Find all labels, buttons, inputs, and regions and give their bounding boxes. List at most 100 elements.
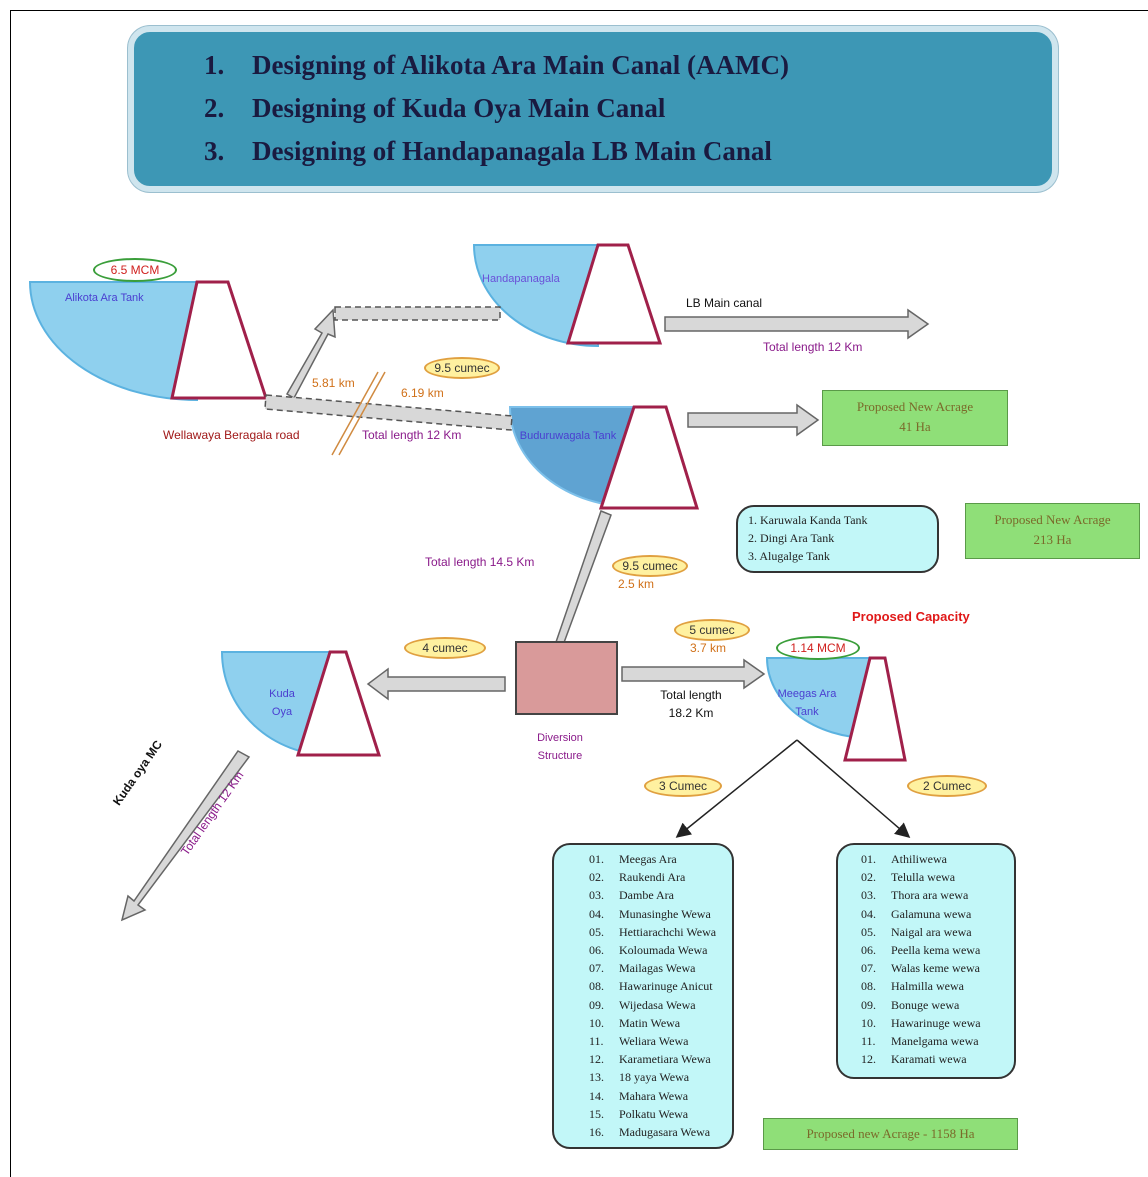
tank-list-item: 08.Hawarinuge Anicut [589,977,732,995]
tank-list-number: 07. [589,961,604,976]
cumec-3-pill: 3 Cumec [644,775,722,797]
acreage-box-213-value: 213 Ha [1033,532,1072,547]
handapanagala-tank-label: Handapanagala [482,273,560,285]
tank-list-name: 18 yaya Wewa [619,1070,690,1085]
total-length-line2: 18.2 Km [668,706,714,720]
tank-list-name: Koloumada Wewa [619,943,708,958]
segment-6-19-label: 6.19 km [401,386,444,400]
tank-list-name: Munasinghe Wewa [619,906,711,921]
tank-list-number: 08. [861,979,876,994]
title-item-2: 2.Designing of Kuda Oya Main Canal [204,87,789,130]
tank-list-number: 01. [861,852,876,866]
tank-list-name: Polkatu Wewa [619,1106,689,1121]
diversion-structure-label: Diversion Structure [520,729,600,765]
tank-list-name: Dambe Ara [619,888,674,903]
tank-list-name: Athiliwewa [891,852,947,866]
meegas-tank-name: Meegas Ara Tank [777,688,837,718]
tank-list-item: 04.Galamuna wewa [861,905,1014,923]
lb-total-length-label: Total length 12 Km [763,340,863,354]
kuda-oya-dam-shape [295,650,382,757]
title-item-3: 3. Designing of Handapanagala LB Main Can… [204,130,789,173]
cumec-9-5-top-pill: 9.5 cumec [424,357,500,379]
tank-list-name: Thora ara wewa [891,888,969,903]
tank-list-item: 10.Hawarinuge wewa [861,1014,1014,1032]
tank-list-name: Peella kema wewa [891,943,981,958]
cumec-9-5-mid-pill: 9.5 cumec [612,555,688,577]
tank-list-name: Naigal ara wewa [891,924,972,939]
split-arrow-right [796,739,911,838]
acreage-box-41: Proposed New Acrage 41 Ha [822,390,1008,446]
diversion-line2: Structure [537,750,583,762]
tank-list-item: 06. Koloumada Wewa [589,941,732,959]
tank-list-number: 12. [861,1052,876,1067]
tank-list-number: 10. [861,1015,876,1030]
canal-arrow-lb-main [664,308,930,340]
tank-list-number: 02. [589,870,604,885]
segment-5-81-label: 5.81 km [312,376,355,390]
buduruwagala-dam-shape [598,405,700,510]
meegas-dam-shape [843,656,907,762]
acreage-box-1158: Proposed new Acrage - 1158 Ha [763,1118,1018,1150]
tank-list-number: 06. [589,943,604,958]
tank-list-item: 11.Manelgama wewa [861,1032,1014,1050]
tank-list-item: 09.Wijedasa Wewa [589,996,732,1014]
canal-arrow-kuda-oya-mc [120,750,251,922]
proposed-capacity-label: Proposed Capacity [852,609,970,624]
canal-arrow-to-acreage-41 [687,403,820,437]
tank-list-number: 07. [861,961,876,976]
meegas-capacity-pill: 1.14 MCM [776,636,860,660]
km-2-5-label: 2.5 km [618,577,655,591]
tank-list-item: 15.Polkatu Wewa [589,1105,732,1123]
tank-list-item: 01.Meegas Ara [589,850,732,868]
tank-list-item: 16.Madugasara Wewa [589,1123,732,1141]
total-length-18-2-label: Total length 18.2 Km [644,686,738,722]
tank-list-name: Walas keme wewa [891,961,980,976]
road-line-2 [338,371,386,456]
tank-list-name: Galamuna wewa [891,906,972,921]
tank-list-number: 13. [589,1070,604,1085]
tank-list-name: Halmilla wewa [891,979,964,994]
title-item-text: Designing of Alikota Ara Main Canal (AAM… [252,50,790,80]
title-item-text: Designing of Handapanagala LB Main Canal [252,136,772,166]
diversion-structure-box [515,641,618,715]
tank-list-name: Bonuge wewa [891,997,960,1012]
tank-list-item: 10.Matin Wewa [589,1014,732,1032]
acreage-box-213: Proposed New Acrage 213 Ha [965,503,1140,559]
tank-list-name: Karamati wewa [891,1052,967,1067]
acreage-box-213-title: Proposed New Acrage [994,512,1111,527]
dashed-canal-to-buduruwagala [264,394,513,431]
tank-list-item: 07. Walas keme wewa [861,959,1014,977]
small-tank-item: 3. Alugalge Tank [748,549,830,564]
title-item-number: 2. [204,93,225,123]
tank-list-number: 06. [861,943,876,958]
diversion-line1: Diversion [537,732,583,744]
meegas-tank-label: Meegas Ara Tank [767,685,847,721]
canal-arrow-to-meegas [621,658,766,690]
small-tank-item: 2. Dingi Ara Tank [748,531,835,546]
tank-list-number: 03. [589,888,604,903]
road-line-1 [331,371,379,456]
tank-list-number: 12. [589,1052,604,1067]
canal-arrow-to-handapanagala [285,308,336,400]
tank-list-item: 08. Halmilla wewa [861,977,1014,995]
total-length-line1: Total length [660,688,722,702]
frame-top-line [10,10,1148,11]
lb-main-canal-label: LB Main canal [686,296,763,310]
tank-list-item: 06. Peella kema wewa [861,941,1014,959]
tank-list-number: 09. [589,997,604,1012]
tank-list-item: 13. 18 yaya Wewa [589,1068,732,1086]
tank-list-name: Mailagas Wewa [619,961,696,976]
title-item-number: 3. [204,136,225,166]
canal-arrow-to-kuda-oya [366,667,506,701]
tank-list-number: 16. [589,1125,604,1140]
small-tank-list-box: 1. Karuwala Kanda Tank 2. Dingi Ara Tank… [736,505,939,573]
tank-list-number: 01. [589,852,604,866]
tank-list-number: 04. [589,906,604,921]
split-arrow-left [675,739,798,838]
tank-list-number: 11. [589,1034,604,1049]
tank-list-number: 02. [861,870,876,885]
tank-list-item: 02.Raukendi Ara [589,868,732,886]
dashed-canal-to-handapanagala [334,306,501,321]
